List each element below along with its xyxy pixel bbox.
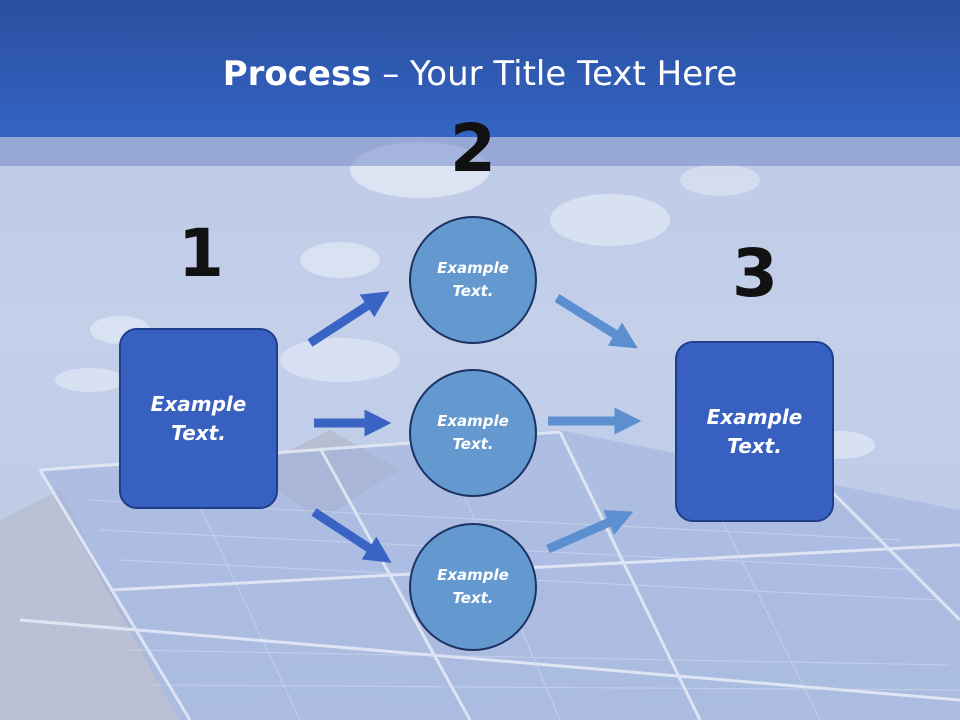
arrow-box1-to-circle-top [307, 291, 390, 347]
step-2-circle-middle[interactable]: Example Text. [409, 369, 537, 497]
arrow-circle-bottom-to-box3 [546, 510, 634, 554]
step-number-1: 1 [178, 215, 224, 292]
step-number-2: 2 [450, 110, 496, 187]
title-bold: Process [222, 54, 372, 94]
step-1-text: Example Text. [150, 391, 247, 445]
step-2-circle-top[interactable]: Example Text. [409, 216, 537, 344]
title-bar-band [0, 137, 960, 166]
title-rest: – Your Title Text Here [371, 54, 738, 94]
arrow-circle-top-to-box3 [554, 294, 638, 349]
step-number-3: 3 [732, 235, 778, 312]
arrow-box1-to-circle-bottom [311, 508, 392, 563]
circle-middle-text: Example Text. [437, 412, 509, 453]
title-bar [0, 0, 960, 137]
step-3-text: Example Text. [706, 404, 803, 458]
step-3-box[interactable]: Example Text. [675, 341, 834, 522]
step-1-box[interactable]: Example Text. [119, 328, 278, 509]
circle-bottom-text: Example Text. [437, 566, 509, 607]
circle-top-text: Example Text. [437, 259, 509, 300]
step-2-circle-bottom[interactable]: Example Text. [409, 523, 537, 651]
slide-title: Process – Your Title Text Here [0, 54, 960, 94]
